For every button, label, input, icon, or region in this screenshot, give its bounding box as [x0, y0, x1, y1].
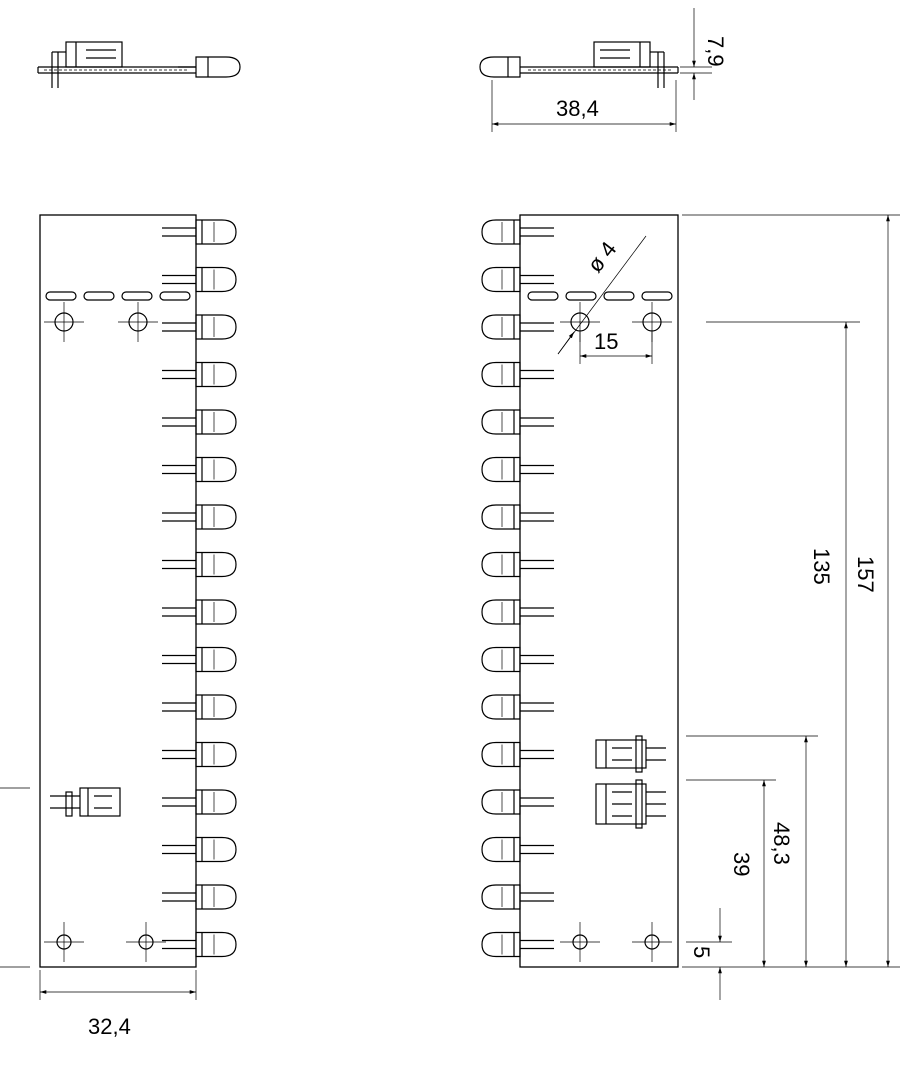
led: [481, 219, 554, 245]
led: [481, 314, 554, 340]
dimension-left-width: 32,4: [39, 970, 197, 1039]
led: [162, 836, 237, 863]
led: [481, 456, 554, 483]
led: [162, 599, 237, 625]
left-width-label: 32,4: [88, 1014, 131, 1039]
dimension-hole-spacing: 15: [579, 329, 653, 364]
led: [481, 931, 554, 958]
connector-upper: [595, 735, 666, 773]
left-board: [39, 214, 237, 968]
connector-upper-label: 48,3: [769, 822, 794, 865]
led: [481, 266, 554, 293]
led: [481, 836, 554, 863]
led: [162, 694, 237, 720]
led: [481, 694, 554, 720]
mounting-hole: [44, 922, 84, 962]
side-view-right: [479, 41, 679, 88]
hole-spacing-label: 15: [594, 329, 618, 354]
led: [162, 361, 237, 388]
dimension-bottom-hole: 5: [686, 908, 732, 1000]
led: [162, 266, 237, 293]
dimension-side-width: 38,4: [491, 80, 677, 132]
led: [162, 409, 237, 435]
dimension-total-height: 157: [682, 214, 900, 968]
led: [162, 646, 237, 673]
led: [162, 314, 237, 340]
led: [481, 884, 554, 910]
led: [162, 504, 237, 530]
total-height-label: 157: [853, 556, 878, 593]
led: [162, 741, 237, 768]
mounting-hole: [560, 922, 600, 962]
led: [162, 551, 237, 578]
connector: [50, 787, 121, 817]
led: [481, 551, 554, 578]
connector-lower-label: 39: [729, 852, 754, 876]
led: [162, 931, 237, 958]
led: [481, 361, 554, 388]
hole-to-bottom-label: 135: [809, 548, 834, 585]
dimension-hole-to-bottom: 135: [706, 321, 860, 967]
led: [481, 646, 554, 673]
led: [481, 741, 554, 768]
side-width-label: 38,4: [556, 96, 599, 121]
mounting-hole: [632, 922, 672, 962]
side-height-label: 7,9: [703, 36, 728, 67]
led: [481, 789, 554, 815]
right-board: [481, 214, 679, 968]
mounting-hole: [44, 302, 84, 342]
led: [481, 599, 554, 625]
side-view-left: [37, 41, 241, 88]
mounting-hole: [126, 922, 166, 962]
bottom-hole-label: 5: [689, 946, 714, 958]
led: [162, 884, 237, 910]
led-row-left: [162, 219, 237, 958]
led: [162, 789, 237, 815]
led: [162, 219, 237, 245]
led-row-right: [481, 219, 554, 958]
mounting-hole: [118, 302, 158, 342]
dimension-connector-lower: 39: [686, 779, 776, 967]
dimension-side-height: 7,9: [680, 8, 728, 100]
dimension-connector-upper: 48,3: [686, 735, 818, 967]
connector-lower: [595, 779, 666, 829]
led: [481, 409, 554, 435]
led: [162, 456, 237, 483]
led: [481, 504, 554, 530]
